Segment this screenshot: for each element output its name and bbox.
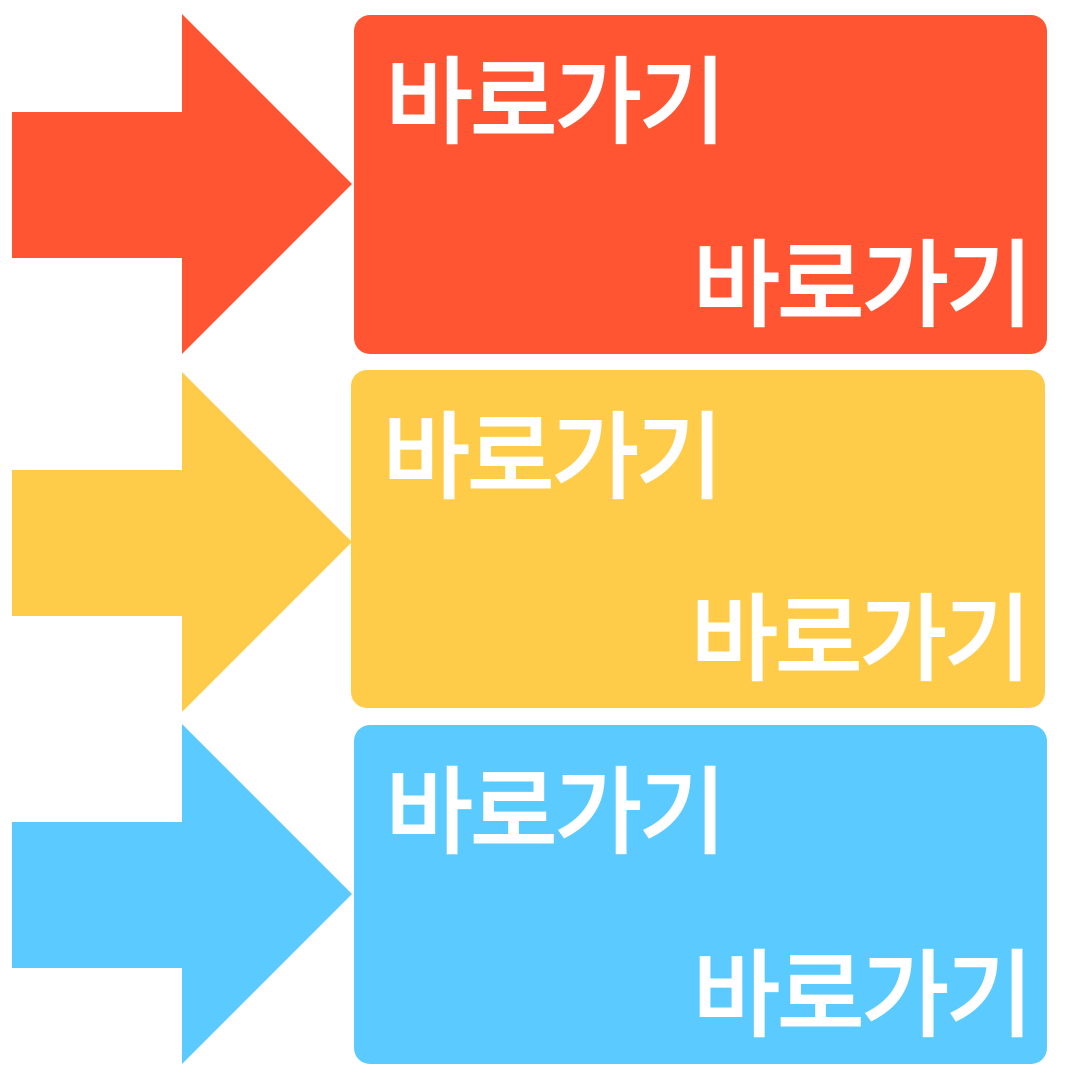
- shortcut-button-1[interactable]: 바로가기 바로가기: [354, 15, 1047, 354]
- shortcut-row-3: 바로가기 바로가기: [0, 724, 1080, 1064]
- shortcut-label-bottom: 바로가기: [693, 232, 1033, 341]
- shortcut-label-bottom: 바로가기: [691, 586, 1031, 695]
- shortcut-label-bottom: 바로가기: [693, 942, 1033, 1051]
- shortcut-button-3[interactable]: 바로가기 바로가기: [354, 725, 1047, 1064]
- shortcut-label-top: 바로가기: [386, 49, 726, 158]
- right-arrow-icon: [12, 724, 352, 1064]
- shortcut-row-1: 바로가기 바로가기: [0, 14, 1080, 354]
- arrow-shape: [12, 724, 352, 1064]
- shortcut-label-top: 바로가기: [386, 759, 726, 868]
- arrow-shape: [12, 14, 352, 354]
- shortcut-row-2: 바로가기 바로가기: [0, 370, 1080, 712]
- shortcut-label-top: 바로가기: [383, 404, 723, 513]
- right-arrow-icon: [12, 14, 352, 354]
- shortcut-button-2[interactable]: 바로가기 바로가기: [351, 370, 1045, 708]
- right-arrow-icon: [12, 372, 352, 712]
- arrow-shape: [12, 372, 352, 712]
